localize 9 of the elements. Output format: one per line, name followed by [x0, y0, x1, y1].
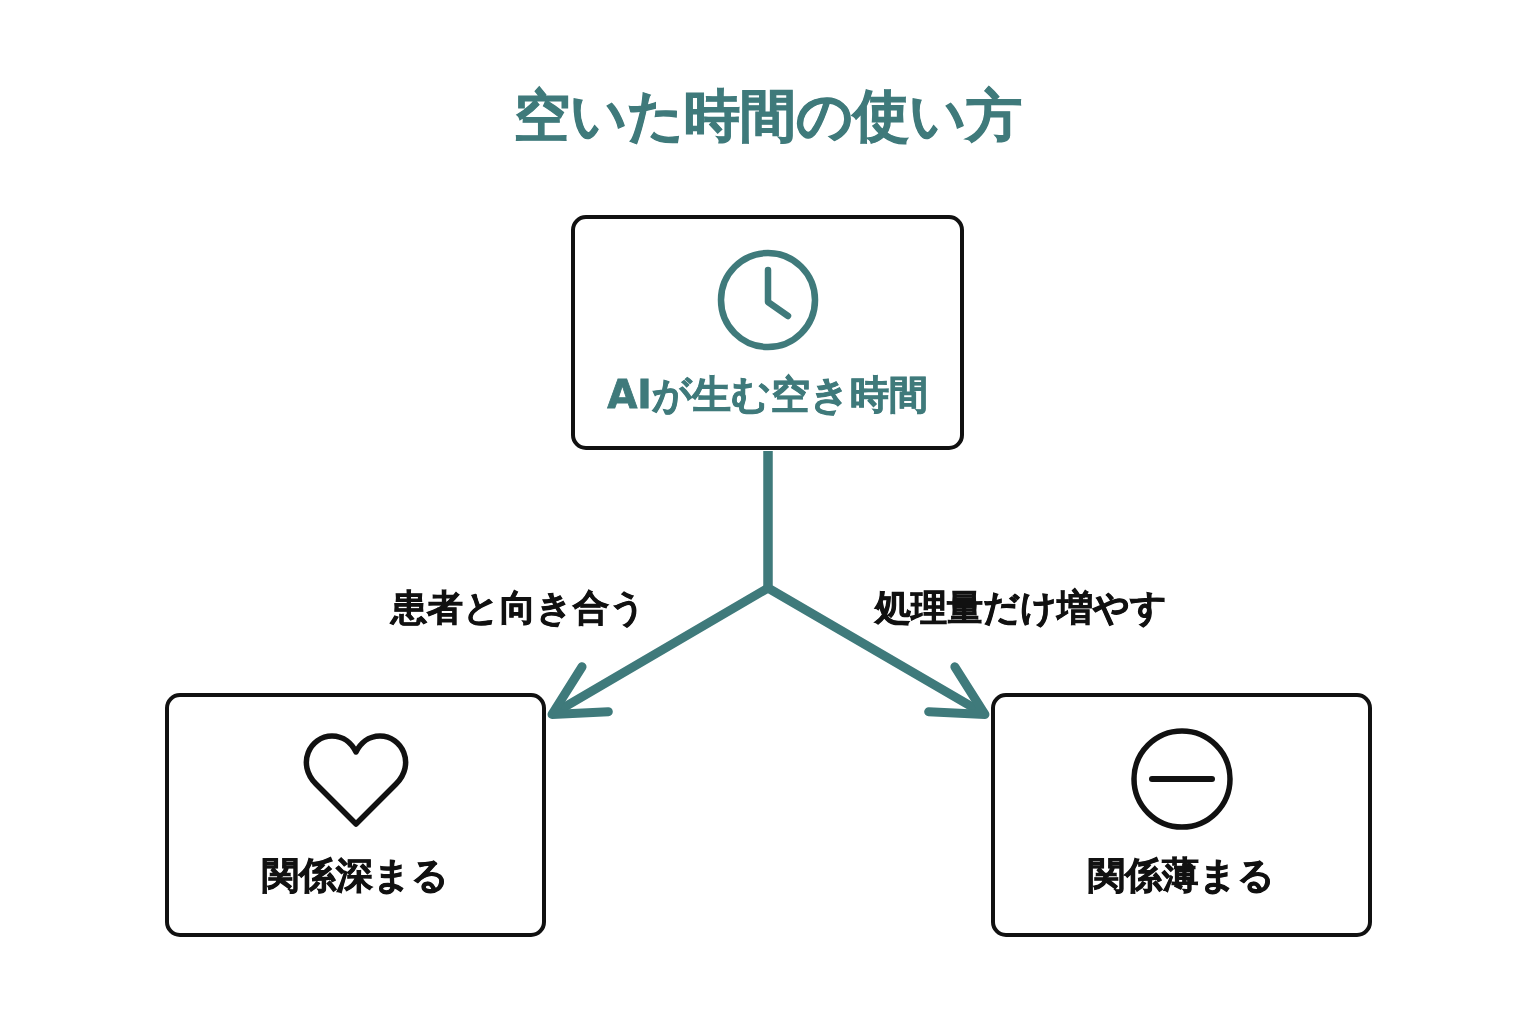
box-label: 関係薄まる — [1088, 854, 1275, 899]
box-label: 関係深まる — [262, 854, 449, 899]
rounded-box — [165, 693, 546, 937]
title: 空いた時間の使い方 — [514, 83, 1022, 148]
arrow — [763, 451, 990, 719]
box-label: AIが生む空き時間 — [607, 372, 928, 419]
edge-label: 処理量だけ増やす — [875, 586, 1167, 630]
rounded-box — [571, 215, 964, 450]
rounded-box — [991, 693, 1372, 937]
